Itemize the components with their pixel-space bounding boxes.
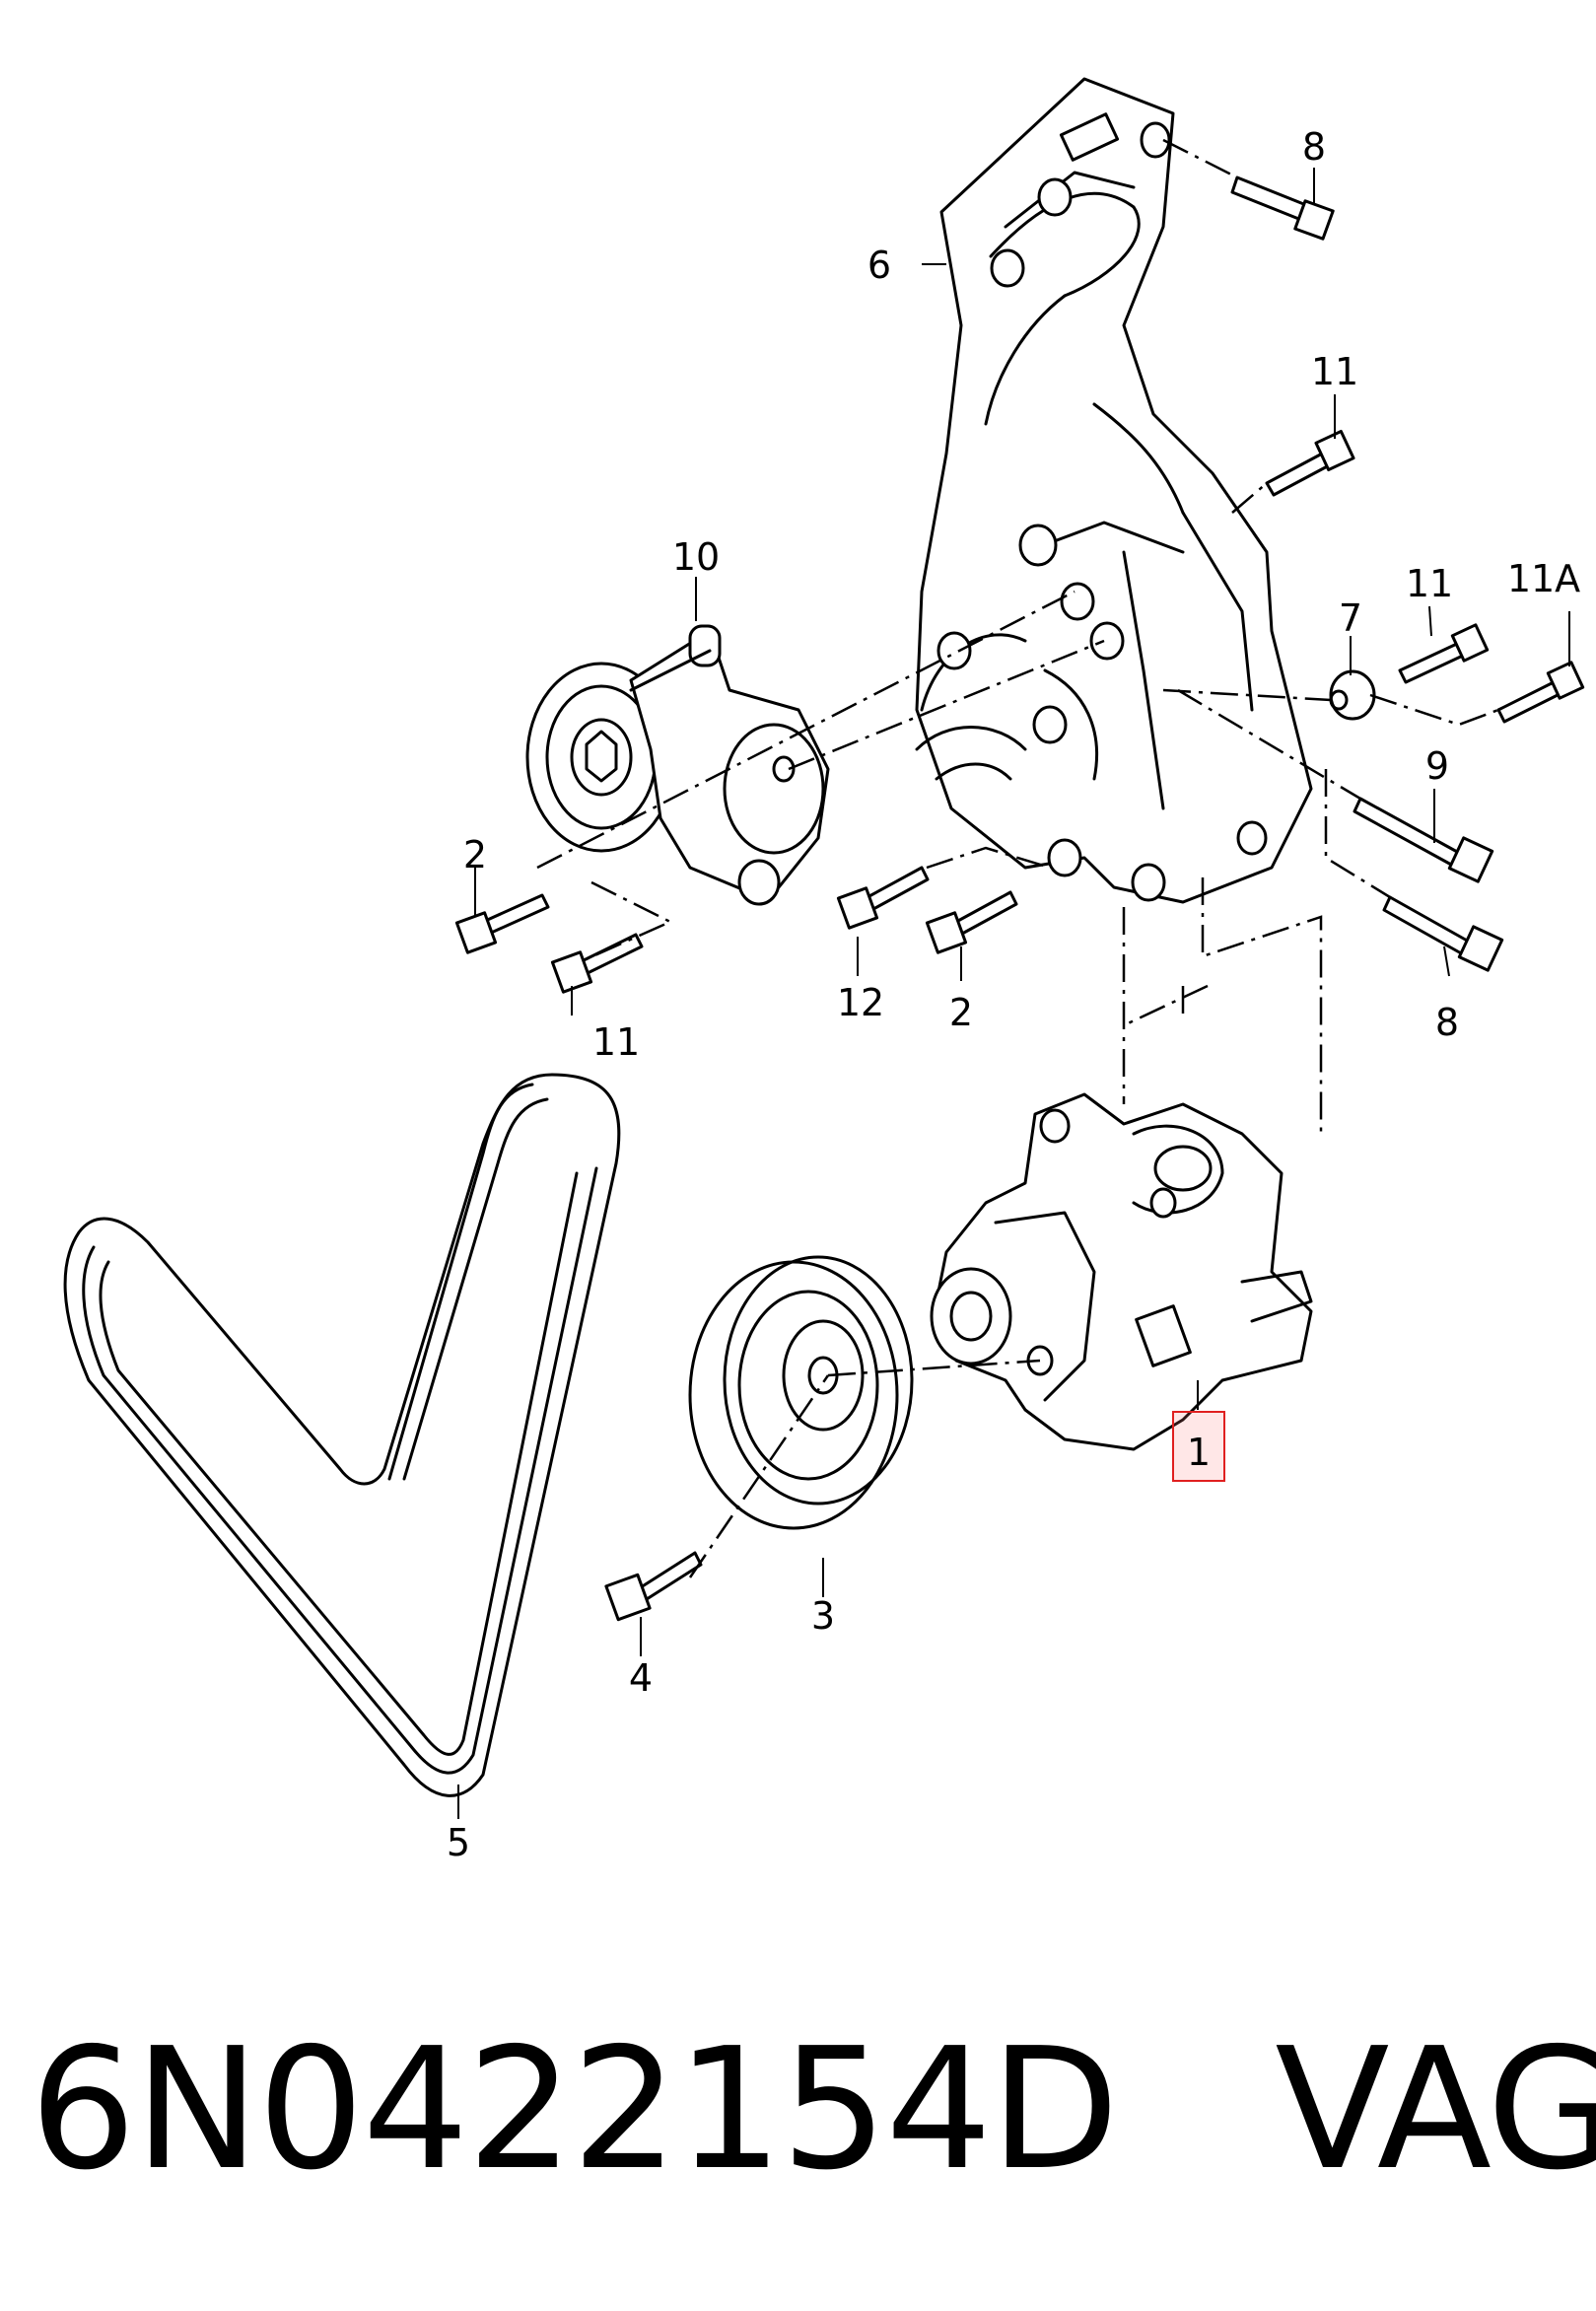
highlight-box-callout-1 <box>1172 1411 1225 1482</box>
callout-1[interactable]: 1 <box>1187 1431 1211 1474</box>
assembly-lines <box>536 138 1499 1578</box>
callout-3[interactable]: 3 <box>811 1594 835 1638</box>
callout-11A[interactable]: 11A <box>1507 557 1580 600</box>
callout-11-left[interactable]: 11 <box>592 1020 640 1064</box>
mounting-bracket <box>915 77 1313 904</box>
callout-12[interactable]: 12 <box>837 981 884 1024</box>
callouts: 1 2 2 3 4 5 6 7 8 8 9 10 11 11 11 11A 12 <box>447 125 1580 1864</box>
pump-pulley <box>688 1255 914 1530</box>
belt-tensioner <box>525 624 830 906</box>
leader-lines <box>457 168 1570 1819</box>
callout-5[interactable]: 5 <box>447 1821 470 1864</box>
callout-2-left[interactable]: 2 <box>463 833 487 876</box>
part-caption: 6N0422154D VAG <box>30 1992 1596 2228</box>
callout-11-right[interactable]: 11 <box>1406 562 1453 605</box>
callout-10[interactable]: 10 <box>672 535 720 579</box>
power-steering-pump <box>930 1092 1313 1451</box>
callout-8-top[interactable]: 8 <box>1302 125 1326 169</box>
callout-6[interactable]: 6 <box>867 244 891 287</box>
bolts <box>454 175 1585 1622</box>
part-number: 6N0422154D <box>30 2012 1119 2207</box>
ribbed-belt <box>63 1073 621 1797</box>
brand-name: VAG <box>1275 2012 1596 2207</box>
callout-9[interactable]: 9 <box>1425 744 1449 788</box>
callout-8-bottom[interactable]: 8 <box>1435 1001 1459 1044</box>
callout-11-top[interactable]: 11 <box>1311 350 1358 393</box>
callout-4[interactable]: 4 <box>629 1656 653 1700</box>
callout-7[interactable]: 7 <box>1339 596 1362 640</box>
callout-2-middle[interactable]: 2 <box>949 991 973 1034</box>
